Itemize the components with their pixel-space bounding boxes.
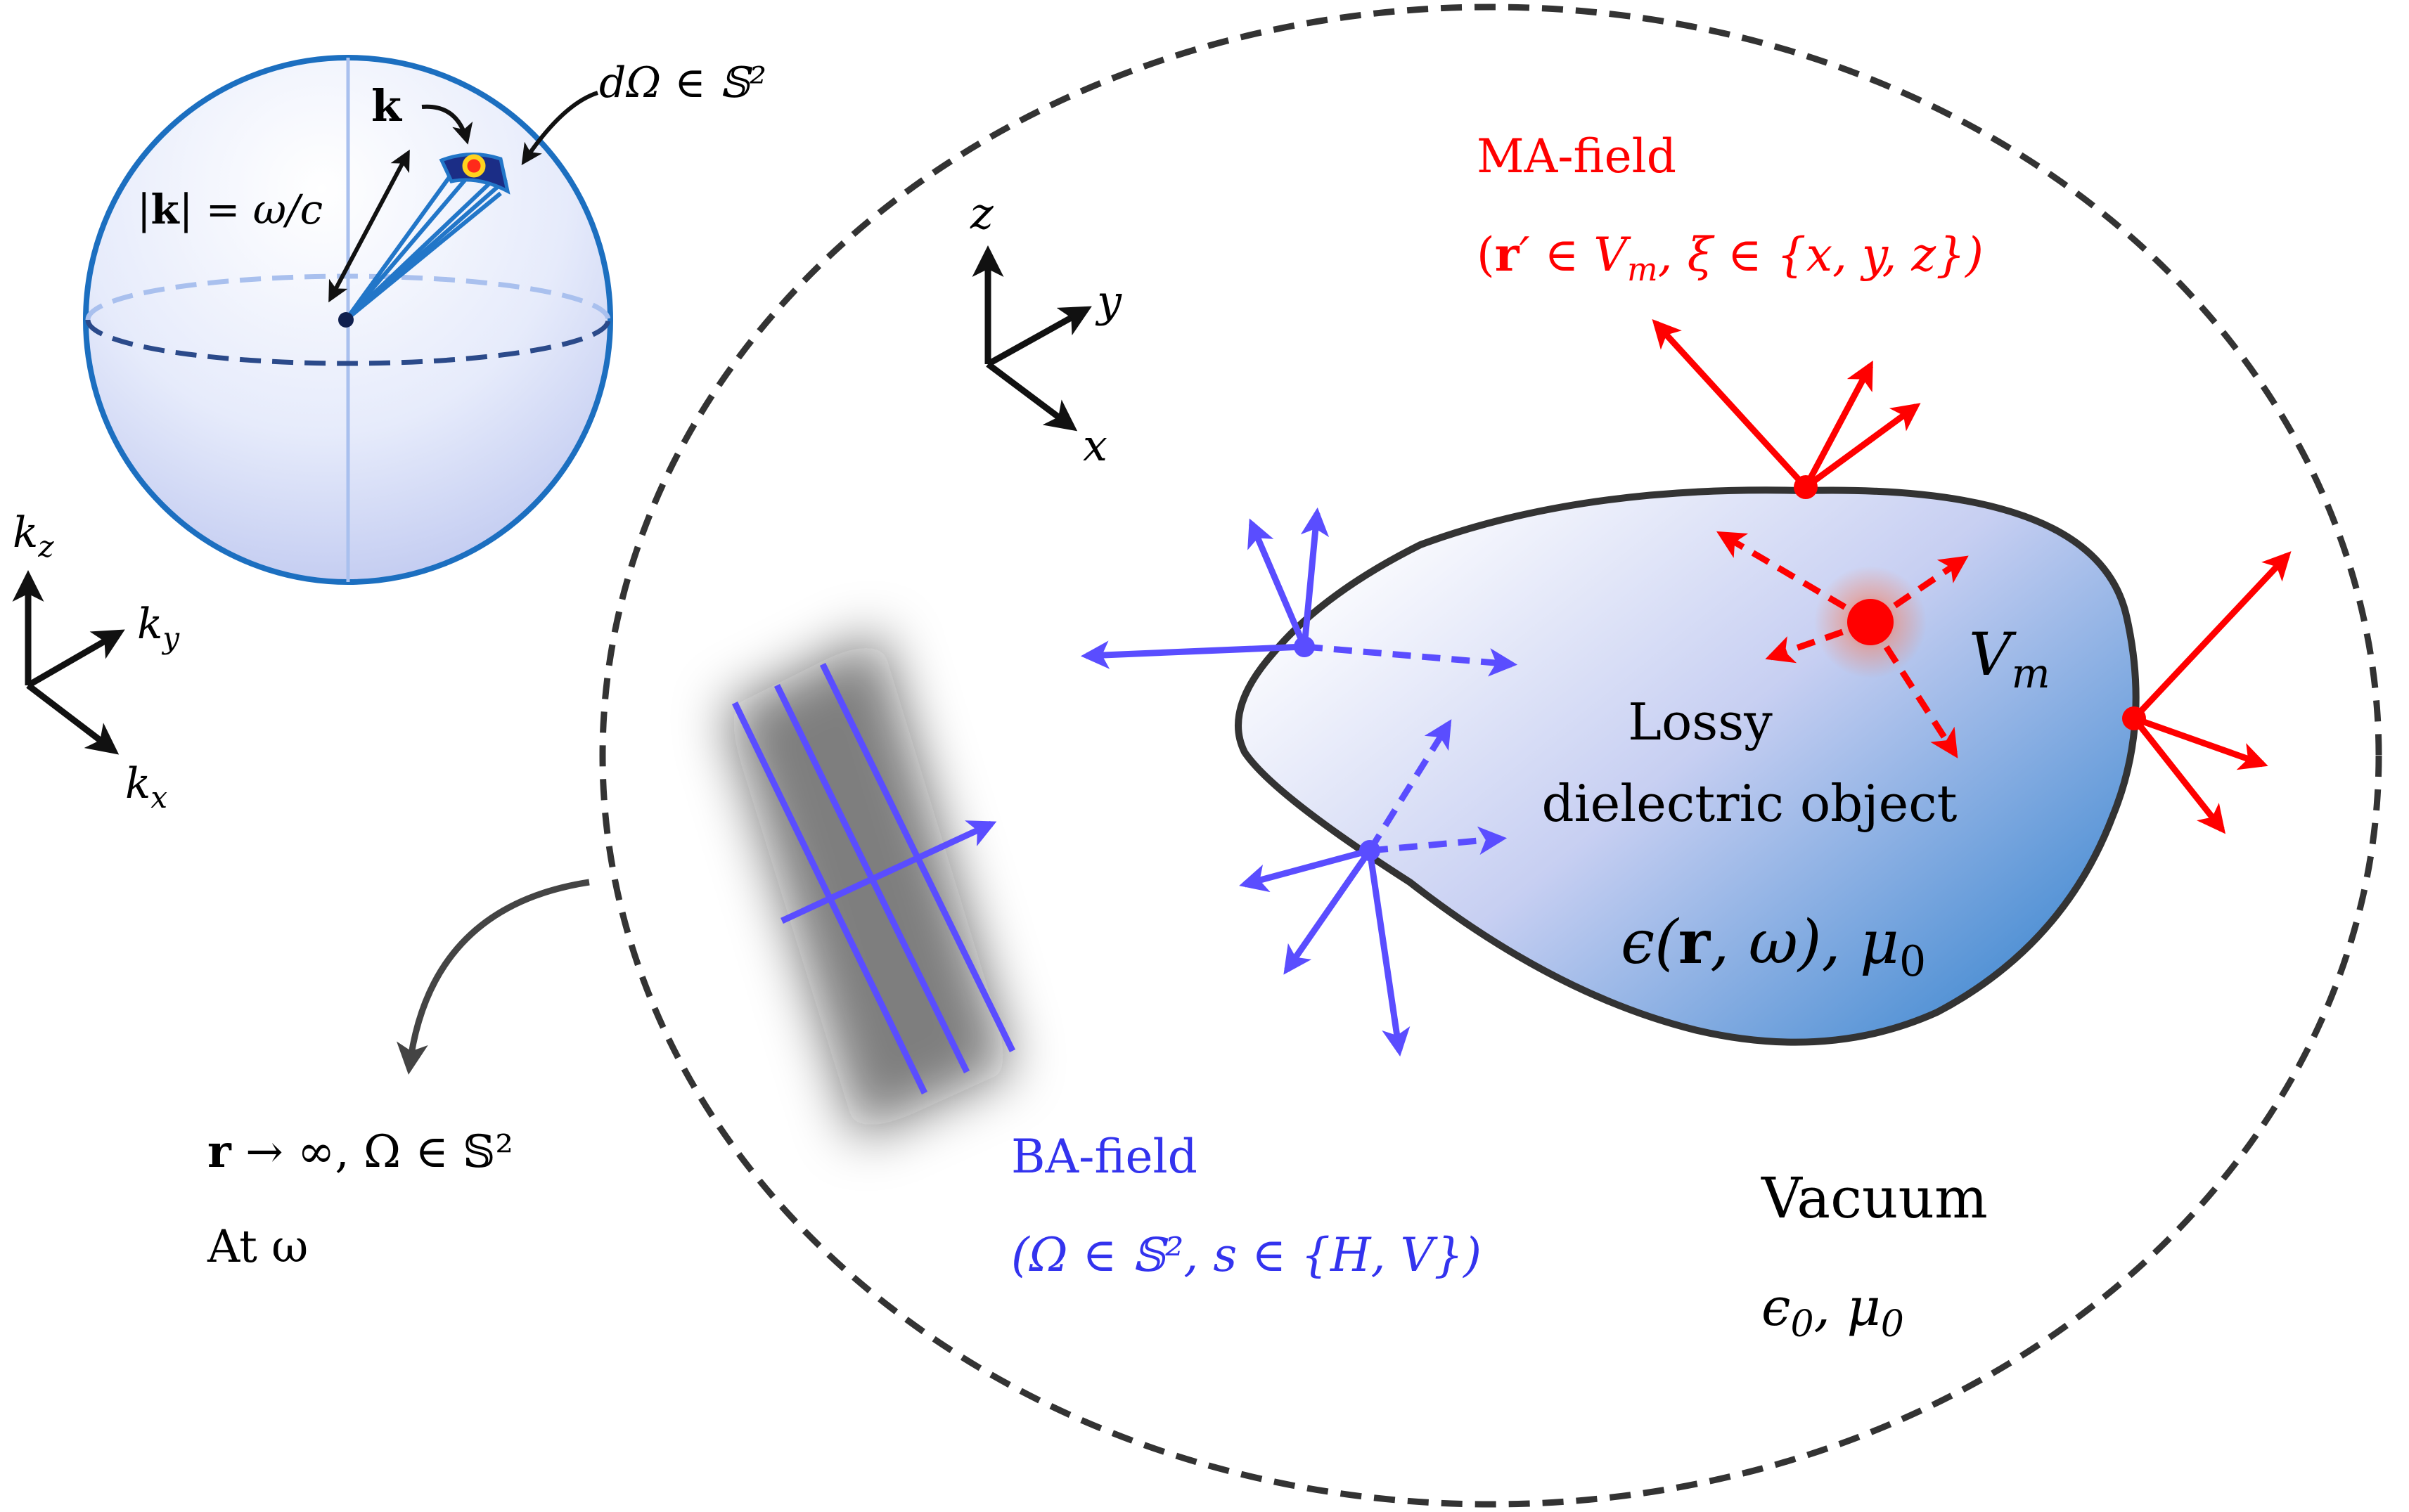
far-field-pointer-arrow bbox=[397, 879, 590, 1075]
k-space-sphere bbox=[83, 55, 613, 585]
object-label-line1: Lossy bbox=[1628, 692, 1773, 751]
k-pointer-arrow bbox=[421, 104, 473, 145]
kx-axis-label: kx bbox=[125, 759, 167, 815]
far-field-boundary bbox=[599, 4, 2382, 1508]
vacuum-title: Vacuum bbox=[1761, 1165, 1988, 1231]
vacuum-params: ϵ0, μ0 bbox=[1761, 1277, 1904, 1345]
frequency-label: At ω bbox=[207, 1221, 308, 1273]
plane-wave-beam bbox=[724, 633, 1016, 1139]
y-axis-label: y bbox=[1095, 276, 1122, 327]
k-magnitude-arrow bbox=[328, 149, 410, 303]
k-vector-label: k bbox=[371, 80, 403, 131]
ma-field-params: (r′ ∈ Vm, ξ ∈ {x, y, z}) bbox=[1477, 227, 1984, 288]
k-magnitude-label: |k| = ω/c bbox=[137, 186, 323, 233]
solid-angle-label: dΩ ∈ 𝕊² bbox=[599, 58, 766, 108]
sphere-origin bbox=[338, 312, 354, 328]
real-space-axes bbox=[972, 245, 1092, 432]
ky-axis-label: ky bbox=[137, 600, 180, 655]
z-axis-label: z bbox=[970, 188, 994, 239]
object-label-line2: dielectric object bbox=[1542, 774, 1958, 833]
permittivity-label: ϵ(r, ω), μ0 bbox=[1621, 907, 1926, 986]
x-axis-label: x bbox=[1083, 420, 1107, 471]
ma-field-title: MA-field bbox=[1477, 129, 1676, 183]
dOmega-pointer-arrow bbox=[521, 91, 598, 165]
kz-axis-label: kz bbox=[13, 508, 54, 564]
volume-label: Vm bbox=[1969, 620, 2050, 697]
solid-angle-marker bbox=[462, 154, 486, 178]
ma-dipoles bbox=[1652, 319, 2292, 834]
ba-field-params: (Ω ∈ 𝕊², s ∈ {H, V}) bbox=[1011, 1228, 1482, 1282]
k-space-axes bbox=[12, 570, 125, 755]
far-field-condition: r → ∞, Ω ∈ 𝕊² bbox=[207, 1125, 513, 1178]
ba-field-title: BA-field bbox=[1011, 1130, 1197, 1184]
ba-scatterers bbox=[1080, 507, 1518, 1057]
propagation-arrow bbox=[780, 820, 997, 924]
